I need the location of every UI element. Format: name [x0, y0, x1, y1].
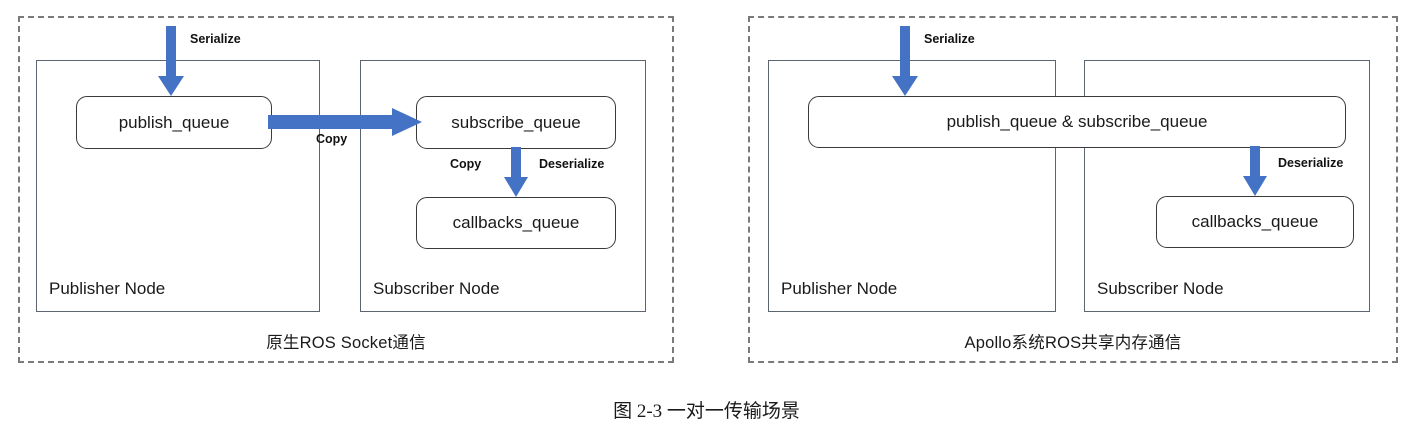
queue-subscribe-queue-left: subscribe_queue: [416, 96, 616, 149]
edge-label-deserialize-right: Deserialize: [1278, 156, 1344, 170]
arrow-serialize-left: [155, 26, 187, 98]
node-label-subscriber: Subscriber Node: [1097, 279, 1224, 298]
queue-shared-publish-subscribe-right: publish_queue & subscribe_queue: [808, 96, 1346, 148]
panel-caption-native-ros-socket: 原生ROS Socket通信: [266, 334, 426, 352]
node-label-publisher: Publisher Node: [49, 279, 166, 298]
panel-apollo-shared-memory: Publisher Node Subscriber Node publish_q…: [748, 16, 1398, 363]
edge-label-copy-across-left: Copy: [316, 132, 348, 146]
arrow-serialize-right: [889, 26, 921, 98]
queue-publish-queue-left: publish_queue: [76, 96, 272, 149]
figure-caption: 图 2-3 一对一传输场景: [613, 401, 800, 422]
arrow-copy-across-left: [268, 108, 424, 138]
node-label-subscriber: Subscriber Node: [373, 279, 500, 298]
queue-callbacks-queue-left: callbacks_queue: [416, 197, 616, 249]
edge-label-copy-down-left: Copy: [450, 157, 482, 171]
panel-caption-apollo-shared-memory: Apollo系统ROS共享内存通信: [964, 334, 1182, 352]
node-label-publisher: Publisher Node: [781, 279, 898, 298]
queue-callbacks-queue-right: callbacks_queue: [1156, 196, 1354, 248]
arrow-deserialize-right: [1240, 146, 1270, 198]
edge-label-deserialize-left: Deserialize: [539, 157, 605, 171]
edge-label-serialize-left: Serialize: [190, 32, 241, 46]
panel-native-ros-socket: Publisher Node Subscriber Node publish_q…: [18, 16, 674, 363]
arrow-deserialize-left: [501, 147, 531, 199]
edge-label-serialize-right: Serialize: [924, 32, 975, 46]
